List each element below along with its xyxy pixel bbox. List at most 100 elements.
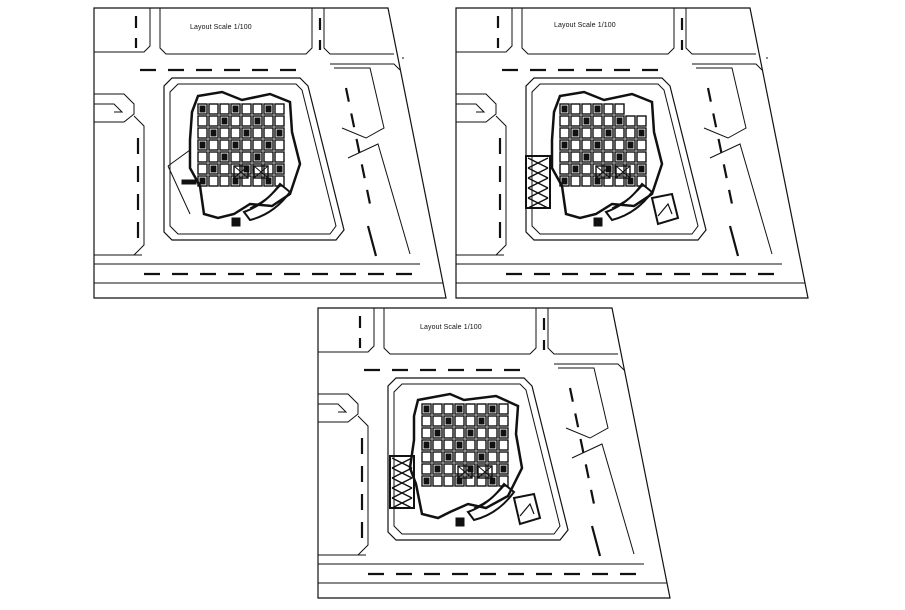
room-fill	[423, 405, 430, 413]
room-fill	[478, 453, 485, 461]
room-cell	[581, 163, 592, 175]
room-fill	[478, 417, 485, 425]
room-fill	[616, 117, 623, 125]
room-cell	[274, 127, 285, 139]
room-cell	[241, 163, 252, 175]
room-cell	[252, 151, 263, 163]
room-cell	[625, 127, 636, 139]
room-cell	[421, 403, 432, 415]
top-center-block	[521, 8, 675, 55]
room-cell	[208, 127, 219, 139]
outbuilding	[593, 217, 603, 227]
room-fill	[500, 429, 507, 437]
room-fill	[583, 153, 590, 161]
room-fill	[221, 117, 228, 125]
room-cell	[614, 103, 625, 115]
room-cell	[443, 475, 454, 487]
room-cell	[570, 151, 581, 163]
room-cell	[559, 151, 570, 163]
right-upper-block	[554, 363, 625, 371]
room-fill	[594, 105, 601, 113]
room-cell	[581, 127, 592, 139]
right-lower-block	[709, 143, 773, 255]
dashed-right-road	[706, 87, 734, 205]
room-cell	[487, 427, 498, 439]
top-right-block	[323, 8, 394, 55]
curved-wing	[242, 182, 292, 222]
site-boundary-inner	[393, 383, 561, 535]
room-cell	[208, 139, 219, 151]
room-cell	[603, 175, 614, 187]
right-lower-block	[571, 443, 635, 555]
room-fill	[232, 105, 239, 113]
entry-mark	[181, 179, 197, 185]
room-cell	[636, 115, 647, 127]
site-plan-sheet-3	[317, 307, 671, 599]
room-fill	[254, 153, 261, 161]
room-fill	[500, 465, 507, 473]
room-cell	[592, 103, 603, 115]
room-cell	[274, 151, 285, 163]
room-fill	[423, 477, 430, 485]
room-cell	[230, 163, 241, 175]
dashed-right-road	[568, 387, 596, 505]
room-cell	[241, 127, 252, 139]
room-cell	[559, 115, 570, 127]
room-cell	[625, 115, 636, 127]
room-cell	[274, 103, 285, 115]
site-plan-sheet-1	[93, 7, 447, 299]
room-cell	[274, 163, 285, 175]
courtyard	[253, 165, 269, 179]
room-cell	[454, 427, 465, 439]
room-cell	[230, 139, 241, 151]
room-cell	[197, 115, 208, 127]
room-cell	[241, 175, 252, 187]
left-mid-block	[318, 393, 359, 423]
building-complex	[525, 90, 680, 227]
room-cell	[636, 127, 647, 139]
room-cell	[625, 151, 636, 163]
room-cell	[219, 163, 230, 175]
room-cell	[263, 139, 274, 151]
curved-wing	[604, 182, 654, 222]
room-cell	[498, 427, 509, 439]
room-cell	[252, 103, 263, 115]
room-cell	[614, 115, 625, 127]
sheet-frame	[455, 7, 809, 299]
room-cell	[581, 103, 592, 115]
room-cell	[465, 403, 476, 415]
room-cell	[603, 151, 614, 163]
room-cell	[274, 115, 285, 127]
room-fill	[605, 129, 612, 137]
room-fill	[594, 177, 601, 185]
room-fill	[221, 153, 228, 161]
room-cell	[432, 415, 443, 427]
room-cell	[252, 115, 263, 127]
room-cell	[487, 403, 498, 415]
room-cell	[476, 427, 487, 439]
right-mid-block	[558, 367, 609, 439]
room-cell	[454, 451, 465, 463]
sheet-frame	[93, 7, 447, 299]
room-cell	[252, 163, 263, 175]
room-cell	[219, 151, 230, 163]
room-cell	[603, 127, 614, 139]
room-cell	[614, 151, 625, 163]
room-cell	[636, 163, 647, 175]
left-mid-block	[456, 93, 497, 123]
room-cell	[443, 451, 454, 463]
room-cell	[252, 175, 263, 187]
room-fill	[489, 405, 496, 413]
room-cell	[219, 103, 230, 115]
room-cell	[197, 127, 208, 139]
room-cell	[197, 139, 208, 151]
room-cell	[487, 439, 498, 451]
room-cell	[432, 427, 443, 439]
room-cell	[432, 451, 443, 463]
room-cell	[603, 139, 614, 151]
room-fill	[572, 165, 579, 173]
room-cell	[476, 463, 487, 475]
room-fill	[456, 477, 463, 485]
room-cell	[230, 175, 241, 187]
room-cell	[498, 415, 509, 427]
